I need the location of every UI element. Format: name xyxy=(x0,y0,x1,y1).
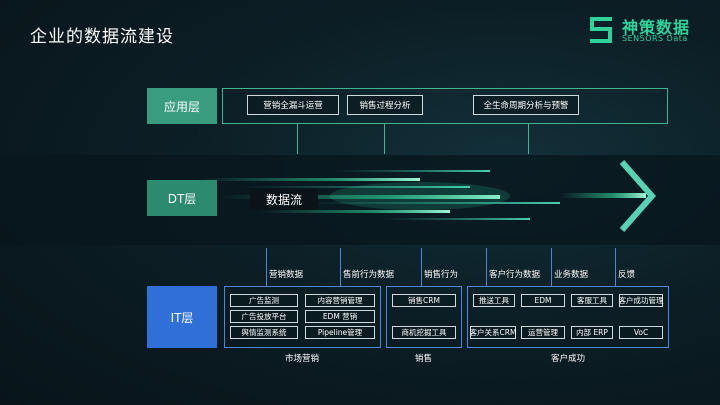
app-layer-label: 应用层 xyxy=(147,88,217,124)
tool-customer-service: 客服工具 xyxy=(571,294,613,307)
flow-line xyxy=(421,248,422,286)
tool-push: 推送工具 xyxy=(473,294,515,307)
dt-layer-label: DT层 xyxy=(147,180,217,216)
tool-internal-erp: 内部 ERP xyxy=(571,326,613,339)
logo-text-en: SENSORS Data xyxy=(622,34,688,43)
flow-line xyxy=(266,248,267,286)
connector-line xyxy=(384,124,385,154)
dataflow-streaks xyxy=(200,160,657,232)
tool-voc: VoC xyxy=(619,326,663,339)
tool-customer-crm: 客户关系CRM xyxy=(469,326,517,339)
flow-line xyxy=(551,248,552,286)
tool-operations-management: 运营管理 xyxy=(521,326,565,339)
flow-line xyxy=(615,248,616,286)
tool-ad-platform: 广告投放平台 xyxy=(230,310,298,323)
tool-sentiment-monitoring: 舆情监测系统 xyxy=(230,326,298,339)
it-layer-label: IT层 xyxy=(147,286,217,348)
flow-line xyxy=(340,248,341,286)
marketing-group-name: 市场营销 xyxy=(285,354,320,364)
flow-label-sales-behavior: 销售行为 xyxy=(424,270,459,280)
logo-text-cn: 神策数据 xyxy=(622,18,691,37)
connector-line xyxy=(297,124,298,154)
sensors-logo-icon xyxy=(590,17,612,43)
app-layer-box xyxy=(222,88,668,124)
customer-success-group xyxy=(467,286,669,348)
sales-group-name: 销售 xyxy=(415,354,433,364)
flow-label-presales-data: 售前行为数据 xyxy=(343,270,395,280)
app-item-funnel-operation: 营销全漏斗运营 xyxy=(247,95,339,115)
app-item-lifecycle-analysis: 全生命周期分析与预警 xyxy=(473,95,579,115)
customer-success-group-name: 客户成功 xyxy=(551,354,586,364)
tool-customer-success-management: 客户成功管理 xyxy=(618,294,664,307)
marketing-group xyxy=(224,286,381,348)
dataflow-label: 数据流 xyxy=(250,188,318,210)
flow-label-customer-behavior: 客户行为数据 xyxy=(489,270,541,280)
tool-ad-monitoring: 广告监测 xyxy=(230,294,298,307)
connector-line xyxy=(528,124,529,154)
tool-content-marketing: 内容营销管理 xyxy=(305,294,375,307)
tool-opportunity-mining: 商机挖掘工具 xyxy=(392,326,456,339)
flow-label-marketing-data: 营销数据 xyxy=(269,270,304,280)
tool-edm-marketing: EDM 营销 xyxy=(305,310,375,323)
flow-line xyxy=(486,248,487,286)
tool-pipeline-management: Pipeline管理 xyxy=(305,326,375,339)
app-item-sales-process-analysis: 销售过程分析 xyxy=(347,95,423,115)
sales-group xyxy=(386,286,462,348)
tool-sales-crm: 销售CRM xyxy=(392,294,456,307)
flow-label-feedback: 反馈 xyxy=(618,270,636,280)
tool-edm: EDM xyxy=(521,294,565,307)
flow-label-business-data: 业务数据 xyxy=(554,270,589,280)
page-title: 企业的数据流建设 xyxy=(30,27,174,47)
